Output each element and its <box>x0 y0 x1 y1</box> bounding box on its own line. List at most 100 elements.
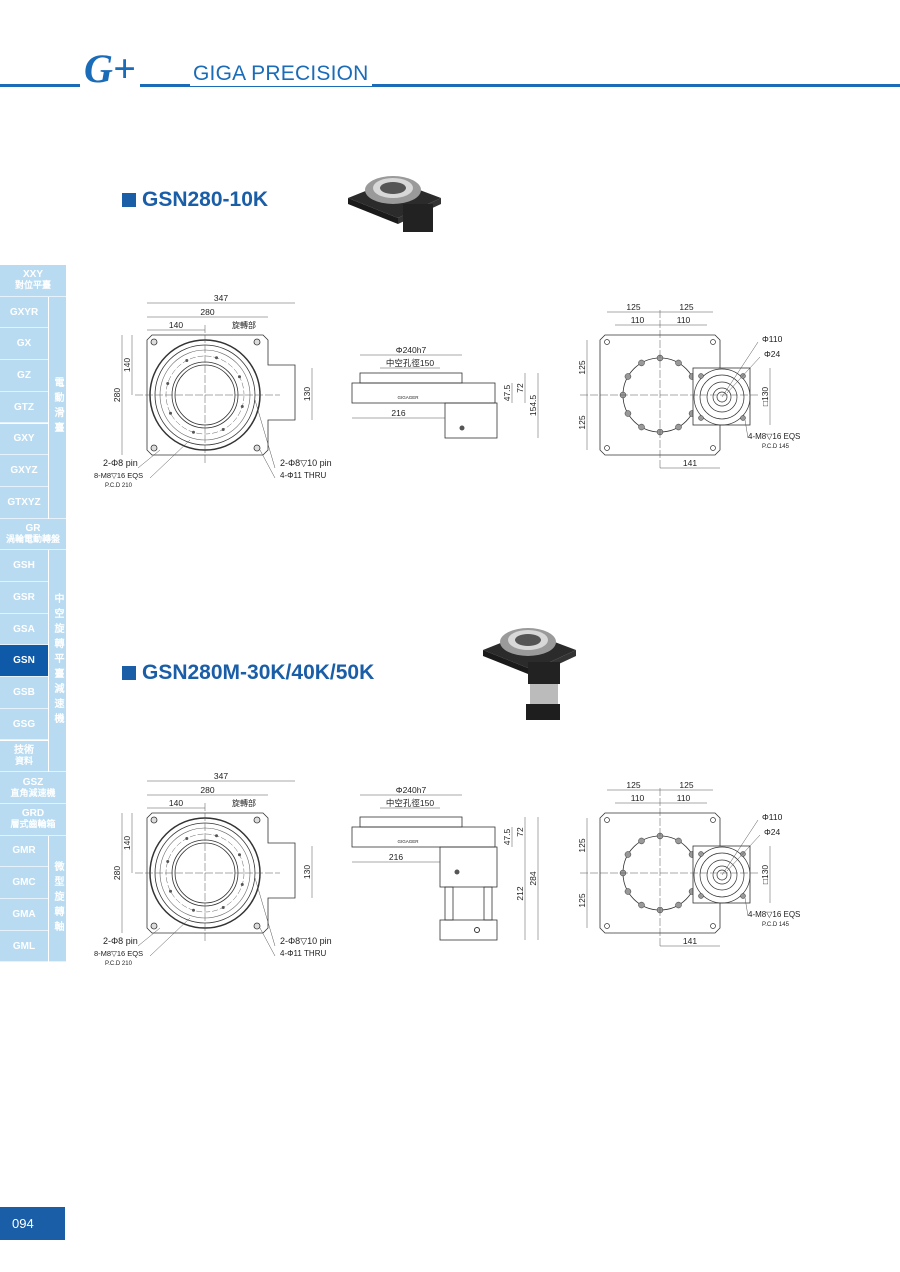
tap-hole <box>240 883 244 887</box>
mount-hole <box>604 445 610 451</box>
sidebar-item-label: GSR <box>13 591 35 603</box>
sidebar-item-gz[interactable]: GZ <box>0 360 48 392</box>
motor-hole <box>740 893 746 899</box>
motor-circle <box>716 869 728 881</box>
tap-hole <box>215 356 219 360</box>
mount-hole <box>710 445 716 451</box>
sidebar-item-gxyr[interactable]: GXYR <box>0 296 48 329</box>
plate-outline <box>146 334 296 456</box>
sidebar-item-label: GX <box>16 338 32 350</box>
body-brand-text: GIGAGER <box>397 839 419 844</box>
mount-hole <box>253 816 261 824</box>
tap-hole <box>221 427 225 431</box>
leader-line <box>259 927 276 957</box>
diameter-label: Φ24 <box>764 349 781 359</box>
leader-line <box>259 449 276 479</box>
sidebar-item-gma[interactable]: GMA <box>0 899 48 931</box>
sidebar-item-label: GRD <box>21 808 45 820</box>
motor-circle <box>712 865 732 885</box>
sidebar-group-label: 電動滑臺 <box>52 377 63 438</box>
dimension-label: 72 <box>515 827 525 837</box>
motor-circle <box>706 859 738 891</box>
leader-line <box>726 834 761 872</box>
dimension-label: 125 <box>679 780 693 790</box>
sidebar-item-label: GSA <box>13 623 35 635</box>
note-thru: 4-Φ11 THRU <box>280 949 326 958</box>
motor-circle <box>706 381 738 413</box>
sidebar-item-gx[interactable]: GX <box>0 328 48 361</box>
note-pin2: 2-Φ8▽10 pin <box>280 458 332 468</box>
bolt-hole <box>624 410 632 417</box>
sidebar-item-gxyz[interactable]: GXYZ <box>0 455 48 487</box>
note-tap: 8-M8▽16 EQS <box>94 949 143 958</box>
dimension-label: Φ240h7 <box>396 785 427 795</box>
leader-line <box>721 341 759 398</box>
sidebar-group-micro-rotary: 微型旋轉軸 <box>49 835 66 963</box>
tap-hole <box>215 834 219 838</box>
diameter-label: Φ24 <box>764 827 781 837</box>
tap-hole <box>237 375 241 379</box>
sidebar-item-gsa[interactable]: GSA <box>0 613 48 646</box>
screw-icon <box>454 869 460 875</box>
dimension-label: 110 <box>677 315 691 325</box>
dimension-label: □130 <box>760 387 770 407</box>
tap-hole <box>237 853 241 857</box>
sidebar-item-gsb[interactable]: GSB <box>0 677 48 709</box>
sidebar-group-hollow-rotary: 中空旋轉平臺減速機 <box>49 550 66 773</box>
sidebar-item-gmc[interactable]: GMC <box>0 867 48 899</box>
dimension-label: 中空孔徑150 <box>386 358 434 368</box>
plate-outline <box>599 334 721 456</box>
square-bullet-icon <box>122 193 136 207</box>
dimension-label: 110 <box>631 793 645 803</box>
leader-line <box>721 819 759 876</box>
mount-hole <box>710 817 716 823</box>
note-pcd: P.C.D 145 <box>762 444 790 450</box>
dimension-label: 141 <box>683 936 697 946</box>
dimension-label: 280 <box>112 866 122 880</box>
gearbox-housing <box>439 846 498 888</box>
rotating-part-label: 旋轉部 <box>232 798 256 808</box>
dimension-label: 中空孔徑150 <box>386 798 434 808</box>
section-title-text: GSN280M-30K/40K/50K <box>142 661 375 684</box>
leader-line <box>744 419 749 439</box>
diameter-label: Φ110 <box>762 334 783 344</box>
plate-outline <box>599 812 721 934</box>
page-number: 094 <box>0 1207 65 1240</box>
sidebar-item-gsg[interactable]: GSG <box>0 708 48 741</box>
note-pcd: P.C.D 210 <box>105 961 133 967</box>
sidebar-item-sublabel: 渦輪電動轉盤 <box>5 533 60 544</box>
note-pcd: P.C.D 210 <box>105 483 133 489</box>
sidebar-item-gtz[interactable]: GTZ <box>0 391 48 424</box>
sidebar-item-sublabel: 對位平臺 <box>14 280 51 291</box>
motor-housing <box>444 402 498 439</box>
sidebar-item-label: GSB <box>13 686 35 698</box>
sidebar-item-label: XXY <box>22 269 43 281</box>
dimension-label: 280 <box>200 785 214 795</box>
tap-hole <box>191 430 195 434</box>
sidebar-item-gtxyz[interactable]: GTXYZ <box>0 486 48 519</box>
sidebar-item-gsh[interactable]: GSH <box>0 550 48 582</box>
mount-hole <box>150 922 158 930</box>
sidebar-item-label: 技術 <box>14 744 34 756</box>
bolt-hole <box>638 901 645 909</box>
sidebar-item-gml[interactable]: GML <box>0 930 48 963</box>
bolt-hole <box>624 373 632 380</box>
note-tap: 4-M8▽16 EQS <box>748 910 800 919</box>
dimension-label: 125 <box>577 360 587 374</box>
mount-hole <box>253 922 261 930</box>
sidebar-item-gmr[interactable]: GMR <box>0 835 48 868</box>
sidebar-item-gsn[interactable]: GSN <box>0 645 48 678</box>
bolt-hole <box>675 423 682 431</box>
mount-hole <box>710 923 716 929</box>
leader-line <box>254 877 276 947</box>
sidebar-item-技術[interactable]: 技術資料 <box>0 740 48 773</box>
sidebar-item-gsr[interactable]: GSR <box>0 582 48 614</box>
tap-hole <box>240 405 244 409</box>
dimension-label: □130 <box>760 865 770 885</box>
sidebar-item-gxy[interactable]: GXY <box>0 423 48 456</box>
